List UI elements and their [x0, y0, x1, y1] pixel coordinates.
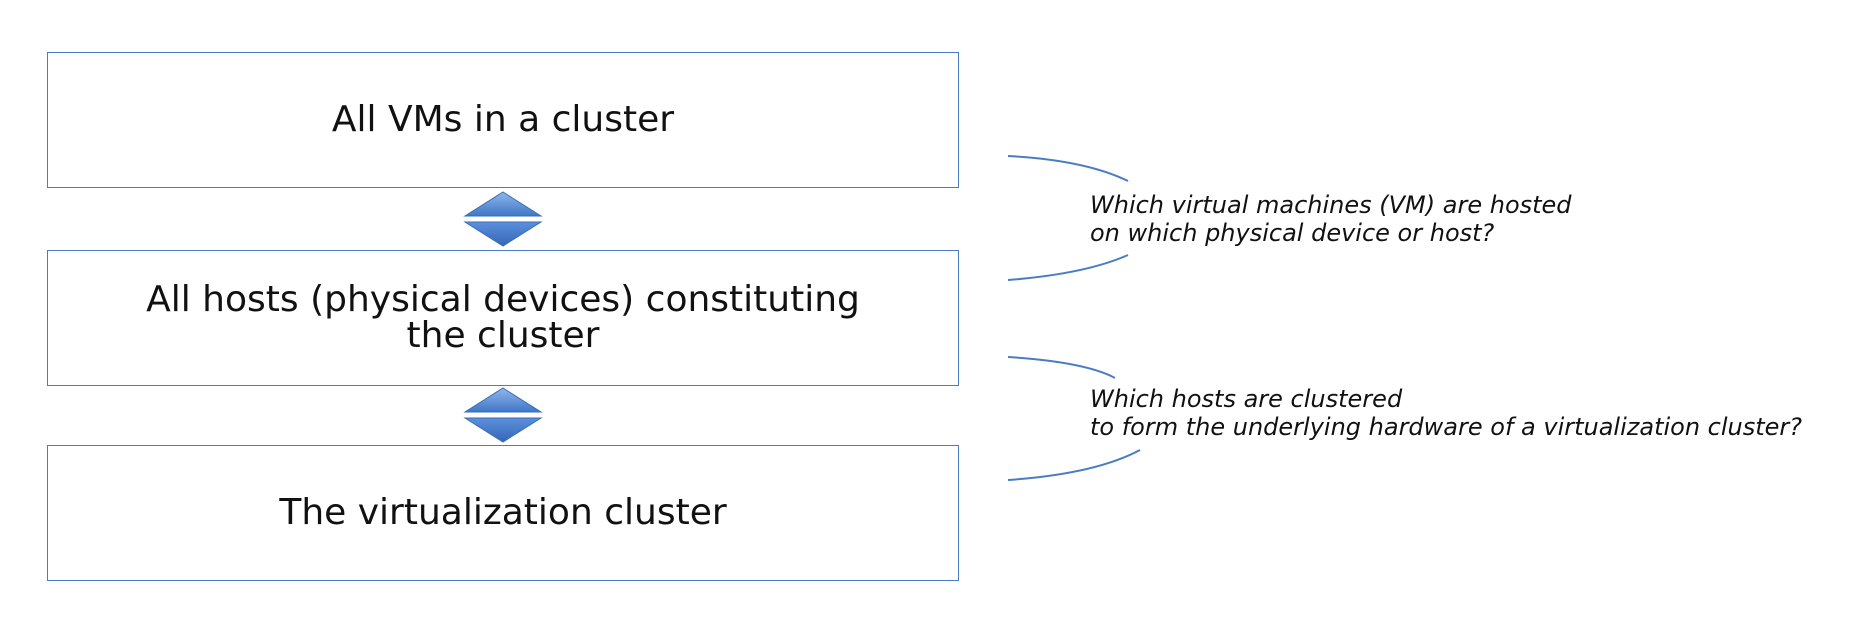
double-arrow-icon [463, 191, 543, 247]
annotation-host-clustering: Which hosts are clustered to form the un… [1090, 385, 1802, 441]
annotation-vm-hosting: Which virtual machines (VM) are hosted o… [1090, 191, 1572, 247]
layer-label-hosts: All hosts (physical devices) constitutin… [146, 279, 860, 356]
annotation-line: Which virtual machines (VM) are hosted [1090, 191, 1572, 219]
annotation-line: Which hosts are clustered [1090, 385, 1403, 413]
annotation-line: on which physical device or host? [1090, 219, 1495, 247]
layer-box-cluster: The virtualization cluster [47, 445, 959, 581]
double-arrow-icon [463, 387, 543, 443]
layer-box-vms: All VMs in a cluster [47, 52, 959, 188]
layer-label-cluster: The virtualization cluster [279, 492, 727, 533]
bracket-icon [1007, 155, 1141, 481]
annotation-line: to form the underlying hardware of a vir… [1090, 413, 1803, 441]
layer-box-hosts: All hosts (physical devices) constitutin… [47, 250, 959, 386]
layer-label-vms: All VMs in a cluster [331, 99, 675, 140]
